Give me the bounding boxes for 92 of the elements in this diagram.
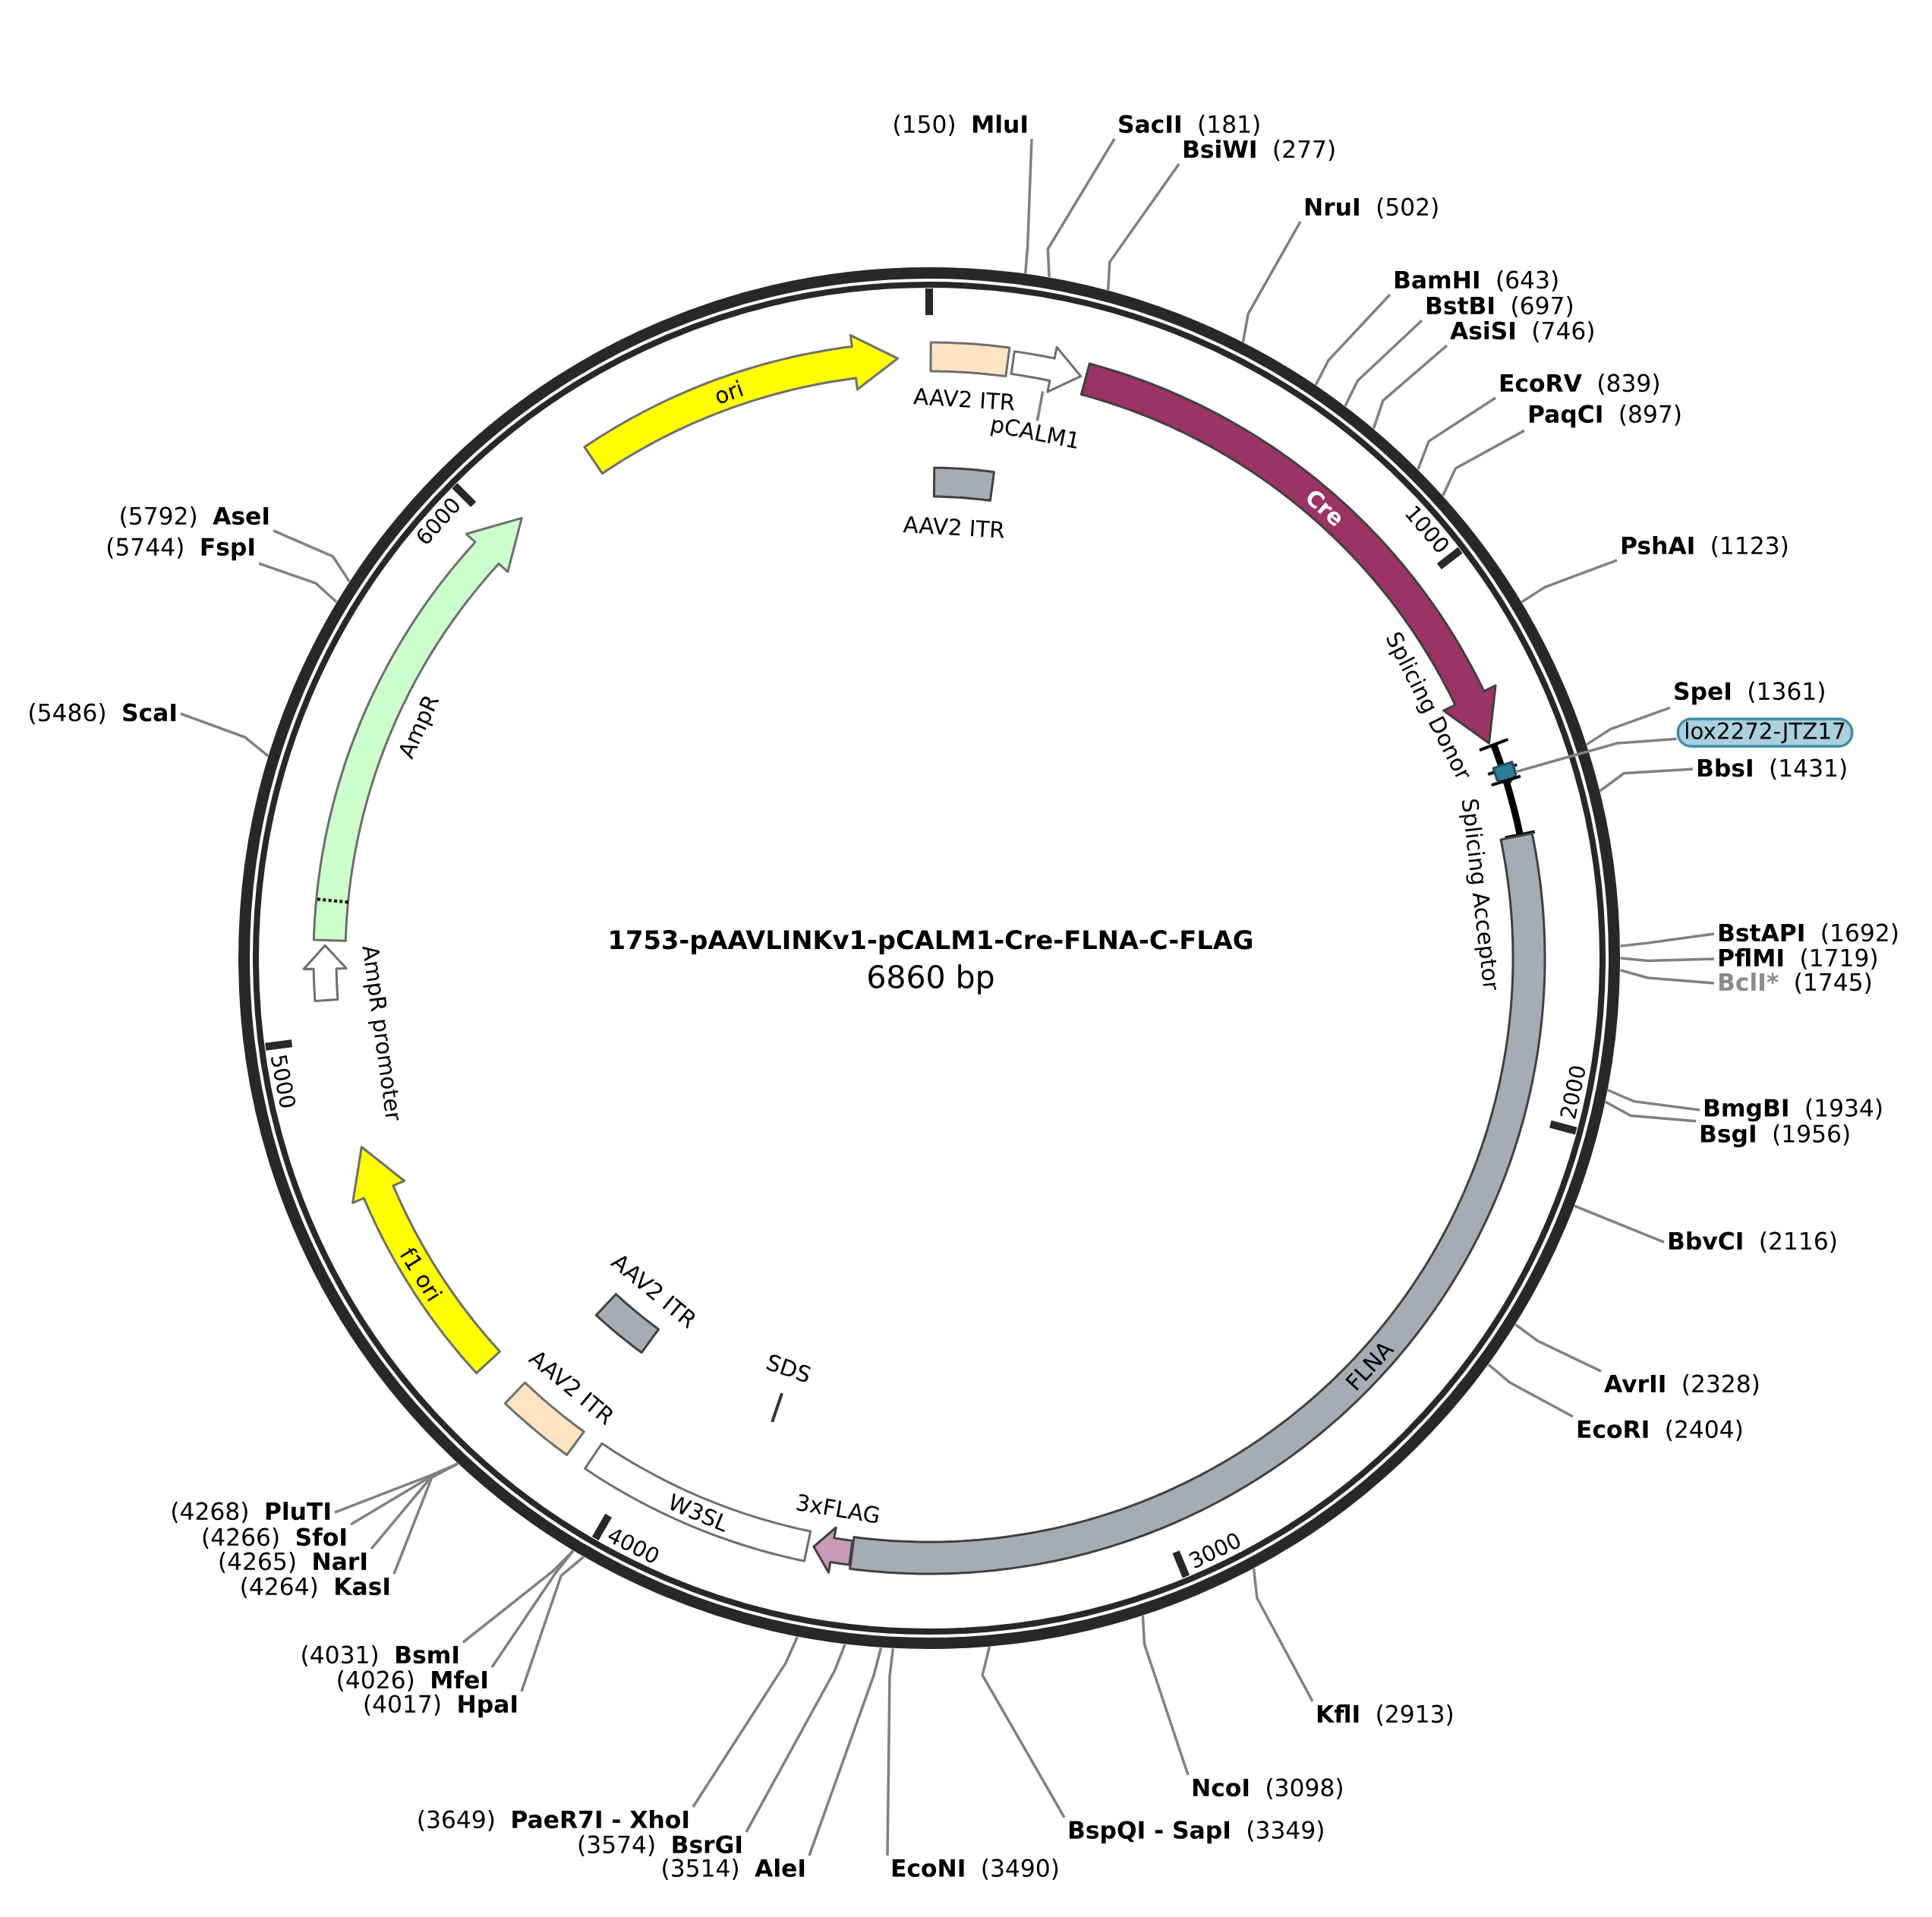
leader-line: [1372, 344, 1448, 429]
site-label: EcoRI (2404): [1577, 1420, 1742, 1441]
leader-line: [692, 1636, 799, 1808]
feature-label: AAV2 ITR: [903, 516, 1004, 538]
label-tag: lox2272-JTZ17: [1676, 717, 1854, 748]
site-label: (5486) ScaI: [30, 703, 176, 724]
leader-line: [258, 562, 338, 604]
leader-line: [1607, 1089, 1700, 1111]
site-label: BclI* (1745): [1719, 973, 1871, 994]
site-label: BbsI (1431): [1697, 758, 1846, 780]
site-label: BmgBI (1934): [1704, 1098, 1882, 1122]
site-label: BamHI (643): [1395, 270, 1558, 292]
leader-line: [1514, 1323, 1602, 1373]
site-label: EcoRV (839): [1500, 374, 1659, 395]
leader-line: [462, 1550, 575, 1644]
leader-line: [1035, 391, 1045, 421]
feature-arc: [1010, 345, 1083, 393]
site-label: PaqCI (897): [1529, 404, 1681, 428]
leader-line: [1521, 559, 1618, 604]
leader-line: [180, 712, 269, 758]
site-label: BspQI - SapI (3349): [1069, 1820, 1323, 1844]
leader-line: [1620, 969, 1715, 985]
site-label: (5744) FspI: [107, 537, 254, 561]
site-label: BbvCI (2116): [1669, 1231, 1836, 1253]
leader-line: [273, 529, 351, 582]
feature-arc: ori: [583, 334, 900, 475]
leader-line: [1024, 138, 1033, 274]
site-label: SpeI (1361): [1675, 681, 1824, 705]
site-label: AvrII (2328): [1604, 1374, 1759, 1395]
site-label: (3514) AleI: [663, 1859, 805, 1880]
feature-label: AAV2 ITR: [912, 388, 1014, 411]
site-label: BstBI (697): [1426, 296, 1572, 317]
feature-label: AmpR promoter: [362, 946, 399, 1121]
leader-line: [1487, 1363, 1574, 1418]
feature-box: [929, 341, 1011, 378]
leader-line: [1141, 1616, 1190, 1776]
site-label: (4031) BsmI: [302, 1645, 459, 1666]
leader-line: [1046, 138, 1116, 278]
leader-line: [1620, 932, 1715, 947]
leader-line: [1417, 396, 1496, 470]
leader-line: [1314, 293, 1391, 386]
leader-line: [1604, 1100, 1697, 1123]
site-label: (150) MluI: [894, 115, 1027, 136]
length-label: 6860 bp: [868, 964, 994, 995]
feature-arc: f1 ori: [351, 1146, 501, 1375]
leader-line: [1252, 1568, 1314, 1702]
site-label: (4017) HpaI: [364, 1694, 517, 1718]
site-label: SacII (181): [1119, 115, 1259, 136]
leader-line: [1442, 429, 1525, 497]
feature-box: [932, 466, 995, 502]
site-label: (4268) PluTI: [172, 1502, 330, 1523]
feature-bar: [1491, 774, 1536, 840]
feature-arc: [302, 944, 348, 1003]
leader-line: [1586, 706, 1671, 746]
site-label: AsiSI (746): [1450, 321, 1593, 342]
site-label: BsgI (1956): [1700, 1124, 1849, 1148]
site-label: (4026) MfeI: [338, 1670, 487, 1692]
tick-label: 4000: [608, 1529, 659, 1563]
site-label: NcoI (3098): [1193, 1778, 1342, 1799]
site-label: (4266) SfoI: [203, 1528, 346, 1549]
tick-label: 2000: [1560, 1066, 1586, 1119]
site-label: EcoNI (3490): [892, 1859, 1058, 1880]
site-label: (5792) AseI: [121, 506, 269, 528]
feature-bar: [771, 1392, 783, 1423]
leader-line: [981, 1646, 1066, 1818]
leader-line: [1620, 957, 1715, 963]
feature-label: SDS: [766, 1354, 811, 1382]
site-label: (4265) NarI: [219, 1552, 367, 1573]
leader-line: [886, 1648, 895, 1856]
leader-line: [808, 1647, 883, 1856]
site-label: NruI (502): [1305, 197, 1438, 219]
leader-line: [1241, 221, 1302, 342]
leader-line: [334, 1462, 459, 1514]
leader-line: [1515, 737, 1677, 774]
leader-line: [1574, 1204, 1665, 1244]
tick-label: 3000: [1189, 1533, 1240, 1569]
site-label: (4264) KasI: [241, 1577, 389, 1598]
site-label: PshAI (1123): [1622, 536, 1788, 557]
leader-line: [1106, 162, 1180, 291]
leader-line: [745, 1644, 846, 1833]
site-label: BsiWI (277): [1183, 140, 1335, 161]
site-label: (3574) BsrGI: [578, 1835, 742, 1856]
site-label: (3649) PaeR7I - XhoI: [418, 1810, 689, 1831]
site-label: PflMI (1719): [1719, 948, 1877, 970]
leader-line: [1344, 319, 1423, 407]
site-label: BstAPI (1692): [1719, 923, 1898, 944]
leader-line: [1599, 768, 1694, 793]
leader-line: [520, 1556, 585, 1692]
site-label: KflI (2913): [1317, 1704, 1453, 1726]
feature-label: pCALM1: [990, 419, 1076, 449]
tick-label: 5000: [271, 1055, 296, 1108]
feature-arc: [812, 1526, 854, 1574]
